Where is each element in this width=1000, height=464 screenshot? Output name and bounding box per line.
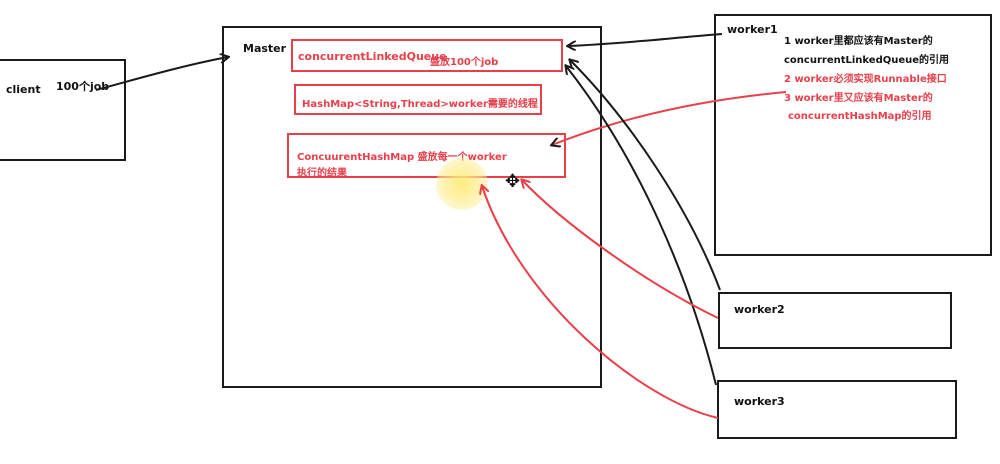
queue-note: 盛放100个job — [430, 57, 499, 68]
worker2-label: worker2 — [734, 303, 785, 316]
client-box — [0, 59, 126, 161]
worker2-box — [718, 292, 952, 349]
worker3-box — [717, 380, 957, 439]
worker1-note1-line2: concurrentLinkedQueue的引用 — [784, 55, 950, 66]
queue-title: concurrentLinkedQueue — [298, 50, 447, 63]
master-box — [222, 26, 602, 388]
result-line2: 执行的结果 — [297, 168, 347, 179]
result-box — [287, 133, 566, 178]
master-label: Master — [243, 42, 287, 55]
worker1-note3-line1: 3 worker里又应该有Master的 — [784, 93, 933, 104]
worker1-note1-line1: 1 worker里都应该有Master的 — [784, 36, 933, 47]
jobs-label: 100个job — [56, 80, 110, 93]
worker3-label: worker3 — [734, 395, 785, 408]
hashmap-box — [294, 84, 542, 115]
cursor-icon: ✥ — [505, 171, 521, 192]
queue-box — [291, 39, 563, 72]
cursor-highlight — [436, 158, 488, 210]
result-line1: ConcuurentHashMap 盛放每一个worker — [297, 152, 507, 163]
hashmap-text: HashMap<String,Thread>worker需要的线程 — [302, 99, 538, 110]
worker1-note2: 2 worker必须实现Runnable接口 — [784, 74, 947, 85]
client-label: client — [6, 83, 41, 96]
worker1-note3-line2: concurrentHashMap的引用 — [788, 111, 932, 122]
worker1-label: worker1 — [727, 23, 778, 36]
